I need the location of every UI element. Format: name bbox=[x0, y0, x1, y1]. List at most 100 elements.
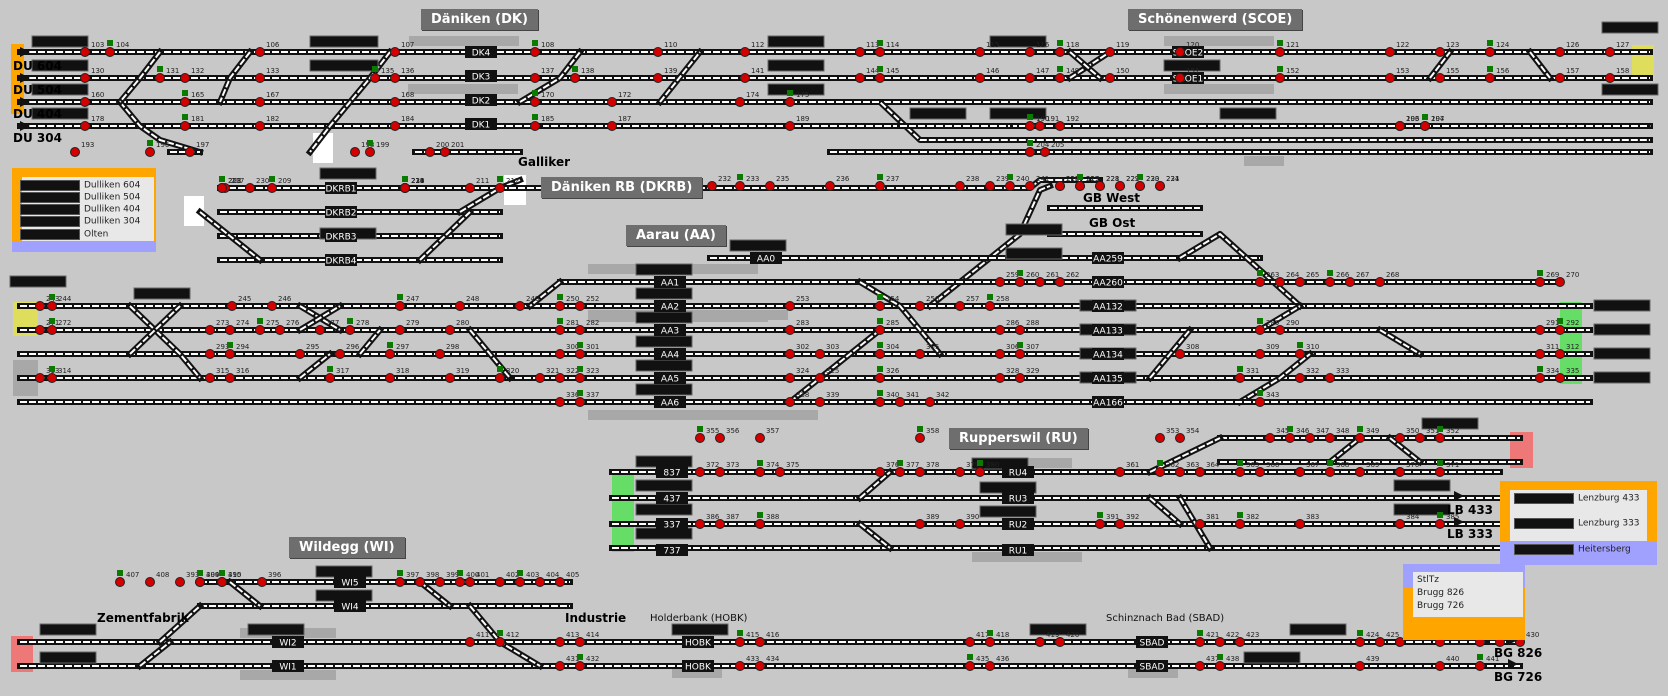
signal-light[interactable] bbox=[775, 467, 785, 477]
signal-light[interactable] bbox=[1105, 47, 1115, 57]
signal-light[interactable] bbox=[1355, 637, 1365, 647]
signal-light[interactable] bbox=[1095, 181, 1105, 191]
signal-light[interactable] bbox=[915, 301, 925, 311]
signal-light[interactable] bbox=[995, 349, 1005, 359]
signal-light[interactable] bbox=[985, 301, 995, 311]
route-indicator-box[interactable] bbox=[1219, 107, 1277, 120]
line-end-lb333[interactable]: LB 333 bbox=[1447, 527, 1494, 541]
track-name-label[interactable]: AA133 bbox=[1093, 327, 1123, 337]
signal-light[interactable] bbox=[47, 325, 57, 335]
signal-light[interactable] bbox=[1295, 467, 1305, 477]
signal-light[interactable] bbox=[195, 577, 205, 587]
route-indicator-box[interactable] bbox=[315, 589, 373, 602]
signal-light[interactable] bbox=[815, 373, 825, 383]
signal-light[interactable] bbox=[1435, 433, 1445, 443]
signal-light[interactable] bbox=[515, 577, 525, 587]
route-indicator-box[interactable] bbox=[635, 479, 693, 492]
signal-light[interactable] bbox=[735, 637, 745, 647]
signal-light[interactable] bbox=[875, 47, 885, 57]
signal-light[interactable] bbox=[1355, 467, 1365, 477]
line-end-du304[interactable]: DU 304 bbox=[13, 131, 62, 145]
signal-light[interactable] bbox=[740, 73, 750, 83]
signal-light[interactable] bbox=[1555, 73, 1565, 83]
signal-light[interactable] bbox=[1035, 637, 1045, 647]
track-name-label[interactable]: RU3 bbox=[1009, 495, 1028, 505]
signal-light[interactable] bbox=[1175, 349, 1185, 359]
signal-light[interactable] bbox=[455, 301, 465, 311]
signal-light[interactable] bbox=[205, 325, 215, 335]
track-name-label[interactable]: AA260 bbox=[1093, 279, 1123, 289]
signal-light[interactable] bbox=[1305, 433, 1315, 443]
track-name-label[interactable]: SBAD bbox=[1140, 639, 1165, 649]
route-indicator-box[interactable] bbox=[635, 311, 693, 324]
signal-light[interactable] bbox=[227, 301, 237, 311]
signal-light[interactable] bbox=[535, 373, 545, 383]
track-name-label[interactable]: RU1 bbox=[1009, 547, 1028, 557]
route-indicator-box[interactable] bbox=[1393, 479, 1451, 492]
signal-light[interactable] bbox=[1175, 73, 1185, 83]
signal-light[interactable] bbox=[217, 577, 227, 587]
signal-light[interactable] bbox=[1195, 637, 1205, 647]
signal-light[interactable] bbox=[1355, 433, 1365, 443]
track-name-label[interactable]: DK4 bbox=[472, 49, 491, 59]
track-segment[interactable] bbox=[925, 182, 1054, 311]
signal-light[interactable] bbox=[385, 373, 395, 383]
signal-light[interactable] bbox=[875, 181, 885, 191]
signal-light[interactable] bbox=[385, 349, 395, 359]
line-end-du504[interactable]: DU 504 bbox=[13, 83, 62, 97]
track-name-label[interactable]: AA132 bbox=[1093, 303, 1123, 313]
signal-light[interactable] bbox=[755, 661, 765, 671]
signal-light[interactable] bbox=[1255, 325, 1265, 335]
line-end-arrow[interactable] bbox=[20, 73, 30, 83]
route-indicator-box[interactable] bbox=[635, 287, 693, 300]
signal-light[interactable] bbox=[350, 147, 360, 157]
signal-light[interactable] bbox=[1435, 47, 1445, 57]
signal-light[interactable] bbox=[370, 73, 380, 83]
signal-light[interactable] bbox=[35, 373, 45, 383]
route-indicator-box[interactable] bbox=[1593, 347, 1651, 360]
signal-light[interactable] bbox=[995, 277, 1005, 287]
signal-light[interactable] bbox=[255, 325, 265, 335]
signal-light[interactable] bbox=[695, 519, 705, 529]
route-indicator-box[interactable] bbox=[971, 457, 1029, 470]
line-end-bg726[interactable]: BG 726 bbox=[1494, 670, 1543, 684]
signal-light[interactable] bbox=[555, 325, 565, 335]
signal-light[interactable] bbox=[1485, 47, 1495, 57]
signal-light[interactable] bbox=[1215, 661, 1225, 671]
line-end-arrow[interactable] bbox=[20, 121, 30, 131]
signal-light[interactable] bbox=[105, 47, 115, 57]
signal-light[interactable] bbox=[1535, 325, 1545, 335]
signal-light[interactable] bbox=[985, 637, 995, 647]
signal-light[interactable] bbox=[575, 397, 585, 407]
signal-light[interactable] bbox=[785, 97, 795, 107]
signal-light[interactable] bbox=[145, 147, 155, 157]
signal-light[interactable] bbox=[975, 467, 985, 477]
route-indicator-box[interactable] bbox=[315, 565, 373, 578]
signal-light[interactable] bbox=[335, 349, 345, 359]
signal-light[interactable] bbox=[80, 47, 90, 57]
signal-light[interactable] bbox=[995, 373, 1005, 383]
signal-light[interactable] bbox=[530, 121, 540, 131]
line-end-arrow[interactable] bbox=[20, 47, 30, 57]
signal-light[interactable] bbox=[1025, 147, 1035, 157]
signal-light[interactable] bbox=[1555, 47, 1565, 57]
signal-light[interactable] bbox=[390, 121, 400, 131]
signal-light[interactable] bbox=[735, 97, 745, 107]
track-name-label[interactable]: HOBK bbox=[685, 639, 712, 649]
signal-light[interactable] bbox=[80, 97, 90, 107]
track-name-label[interactable]: AA166 bbox=[1093, 399, 1123, 409]
route-indicator-box[interactable] bbox=[1005, 223, 1063, 236]
signal-light[interactable] bbox=[1325, 373, 1335, 383]
panel-row[interactable]: StlTz bbox=[1417, 575, 1439, 585]
signal-light[interactable] bbox=[653, 73, 663, 83]
signal-light[interactable] bbox=[1385, 73, 1395, 83]
track-segment[interactable] bbox=[1175, 231, 1305, 311]
signal-light[interactable] bbox=[1025, 47, 1035, 57]
signal-light[interactable] bbox=[695, 467, 705, 477]
signal-light[interactable] bbox=[555, 661, 565, 671]
route-indicator-box[interactable] bbox=[319, 167, 377, 180]
signal-light[interactable] bbox=[255, 47, 265, 57]
signal-light[interactable] bbox=[955, 181, 965, 191]
signal-light[interactable] bbox=[1395, 519, 1405, 529]
signal-light[interactable] bbox=[1095, 519, 1105, 529]
